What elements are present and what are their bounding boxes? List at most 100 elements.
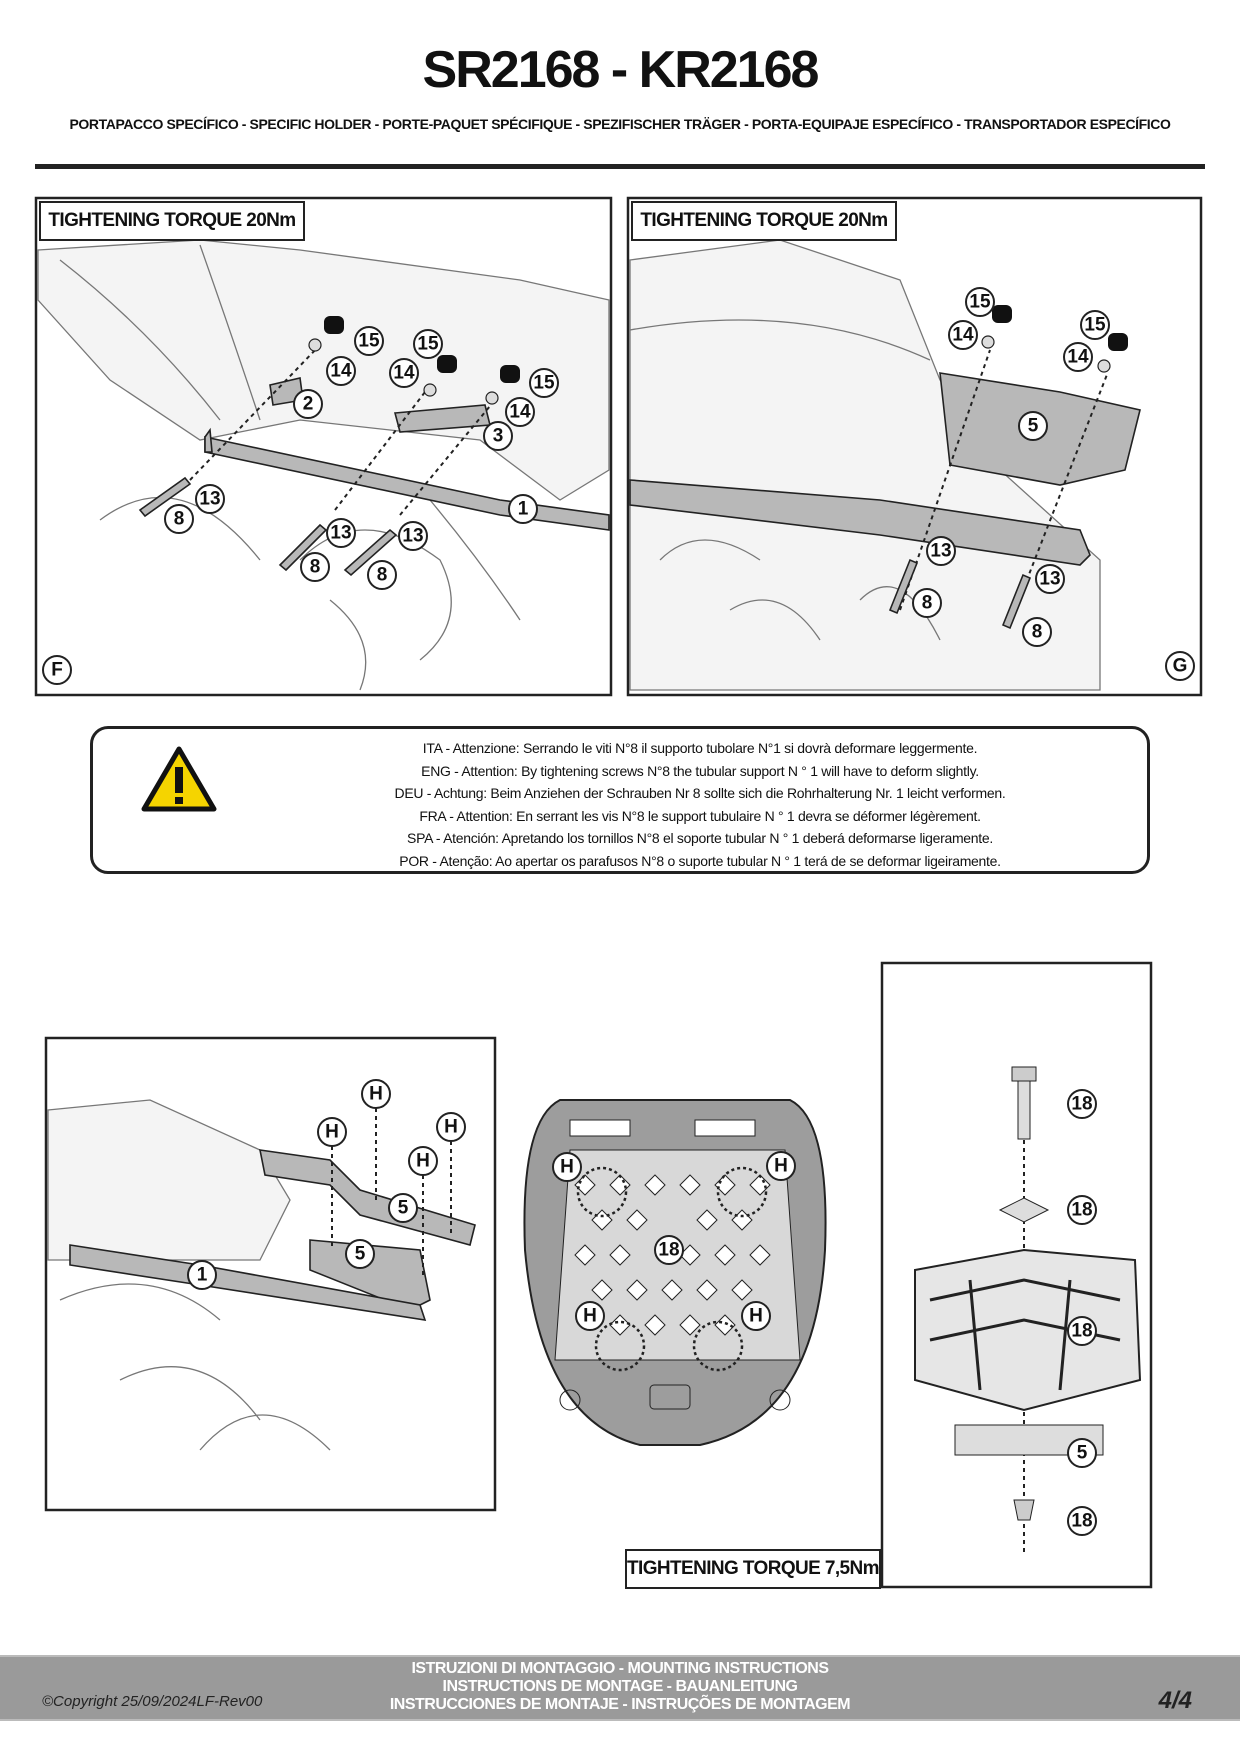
footer-line: INSTRUCCIONES DE MONTAJE - INSTRUÇÕES DE… [389,1696,851,1713]
footer-line: INSTRUCTIONS DE MONTAGE - BAUANLEITUNG [442,1678,798,1695]
svg-text:14: 14 [393,363,415,384]
warning-text-spa: SPA - Atención: Apretando los tornillos … [407,830,993,846]
callout-8: 8 [367,560,397,590]
callout-5: 5 [345,1239,375,1269]
svg-text:8: 8 [377,565,388,586]
callout-18: 18 [1067,1506,1097,1536]
svg-text:H: H [444,1117,458,1138]
svg-text:H: H [749,1306,763,1327]
warning-text-por: POR - Atenção: Ao apertar os parafusos N… [399,852,1001,869]
callout-1: 1 [508,494,538,524]
panel-bottom-left: H H H H 5 5 1 [44,1036,497,1512]
svg-text:14: 14 [509,402,531,423]
panel-g: 15 14 15 14 5 13 8 13 8 G [626,196,1203,697]
callout-2: 2 [293,389,323,419]
svg-text:2: 2 [303,394,314,415]
svg-text:H: H [560,1157,574,1178]
svg-text:5: 5 [1077,1443,1088,1464]
callout-14: 14 [505,397,535,427]
svg-text:18: 18 [1071,1200,1092,1221]
callout-14: 14 [326,356,356,386]
callout-8: 8 [300,552,330,582]
svg-text:8: 8 [1032,622,1043,643]
svg-text:H: H [416,1151,430,1172]
callout-3: 3 [483,421,513,451]
warning-text-ita: ITA - Attenzione: Serrando le viti N°8 i… [422,740,978,756]
svg-text:8: 8 [922,593,933,614]
svg-text:G: G [1173,656,1188,677]
callout-8: 8 [912,588,942,618]
svg-text:1: 1 [197,1265,208,1286]
svg-text:5: 5 [355,1244,366,1265]
callout-18: 18 [1067,1089,1097,1119]
callout-h: H [575,1301,605,1331]
step-letter-f: F [42,655,72,685]
svg-text:18: 18 [1071,1511,1092,1532]
svg-text:18: 18 [1071,1321,1092,1342]
callout-15: 15 [354,326,384,356]
svg-text:13: 13 [1039,569,1060,590]
callout-15: 15 [413,329,443,359]
top-case-base: H H 18 H H [523,1099,827,1446]
svg-text:5: 5 [1028,416,1039,437]
page-subtitle: PORTAPACCO SPECÍFICO - SPECIFIC HOLDER -… [69,116,1171,132]
svg-text:15: 15 [969,292,991,313]
svg-text:13: 13 [930,541,951,562]
callout-h: H [766,1151,796,1181]
svg-text:13: 13 [402,526,423,547]
footer: ISTRUZIONI DI MONTAGGIO - MOUNTING INSTR… [0,1655,1240,1721]
callout-h: H [361,1079,391,1109]
callout-8: 8 [1022,617,1052,647]
callout-5: 5 [1018,411,1048,441]
callout-h: H [436,1112,466,1142]
svg-text:14: 14 [952,325,974,346]
callout-13: 13 [326,518,356,548]
svg-text:14: 14 [330,361,352,382]
svg-text:15: 15 [533,373,555,394]
callout-15: 15 [1080,310,1110,340]
page-number: 4/4 [1158,1687,1192,1714]
callout-h: H [741,1301,771,1331]
svg-text:15: 15 [417,334,439,355]
callout-14: 14 [1063,342,1093,372]
step-letter-g: G [1165,651,1195,681]
panel-f: 15 14 2 15 14 3 15 14 1 13 8 13 8 13 8 F [34,196,613,697]
svg-text:5: 5 [398,1198,409,1219]
callout-15: 15 [965,287,995,317]
svg-text:H: H [774,1156,788,1177]
callout-14: 14 [389,358,419,388]
warning-text-eng: ENG - Attention: By tightening screws N°… [421,762,979,779]
svg-text:H: H [583,1306,597,1327]
svg-text:18: 18 [1071,1094,1092,1115]
warning-box: ITA - Attenzione: Serrando le viti N°8 i… [90,726,1150,874]
svg-text:H: H [325,1122,339,1143]
copyright: ©Copyright 25/09/2024LF-Rev00 [42,1693,263,1710]
callout-18: 18 [1067,1195,1097,1225]
footer-line: ISTRUZIONI DI MONTAGGIO - MOUNTING INSTR… [411,1660,829,1677]
svg-text:H: H [369,1084,383,1105]
svg-text:13: 13 [330,523,351,544]
warning-text-fra: FRA - Attention: En serrant les vis N°8 … [419,807,981,824]
torque-label-75nm: TIGHTENING TORQUE 7,5Nm [625,1549,881,1589]
svg-text:8: 8 [310,557,321,578]
warning-text-deu: DEU - Achtung: Beim Anziehen der Schraub… [394,785,1006,801]
callout-13: 13 [398,521,428,551]
svg-text:8: 8 [174,509,185,530]
torque-label-f: TIGHTENING TORQUE 20Nm [39,201,305,241]
callout-13: 13 [195,484,225,514]
warning-triangle-icon [141,746,217,812]
callout-h: H [317,1117,347,1147]
panel-right-exploded: 18 18 18 5 18 [880,961,1153,1589]
callout-8: 8 [164,504,194,534]
svg-text:F: F [51,660,63,681]
callout-18: 18 [1067,1316,1097,1346]
svg-text:18: 18 [658,1240,679,1261]
svg-text:14: 14 [1067,347,1089,368]
callout-h: H [408,1146,438,1176]
svg-text:15: 15 [358,331,380,352]
callout-13: 13 [1035,564,1065,594]
page-title: SR2168 - KR2168 [422,41,820,99]
callout-13: 13 [926,536,956,566]
torque-label-g: TIGHTENING TORQUE 20Nm [631,201,897,241]
callout-5: 5 [1067,1438,1097,1468]
